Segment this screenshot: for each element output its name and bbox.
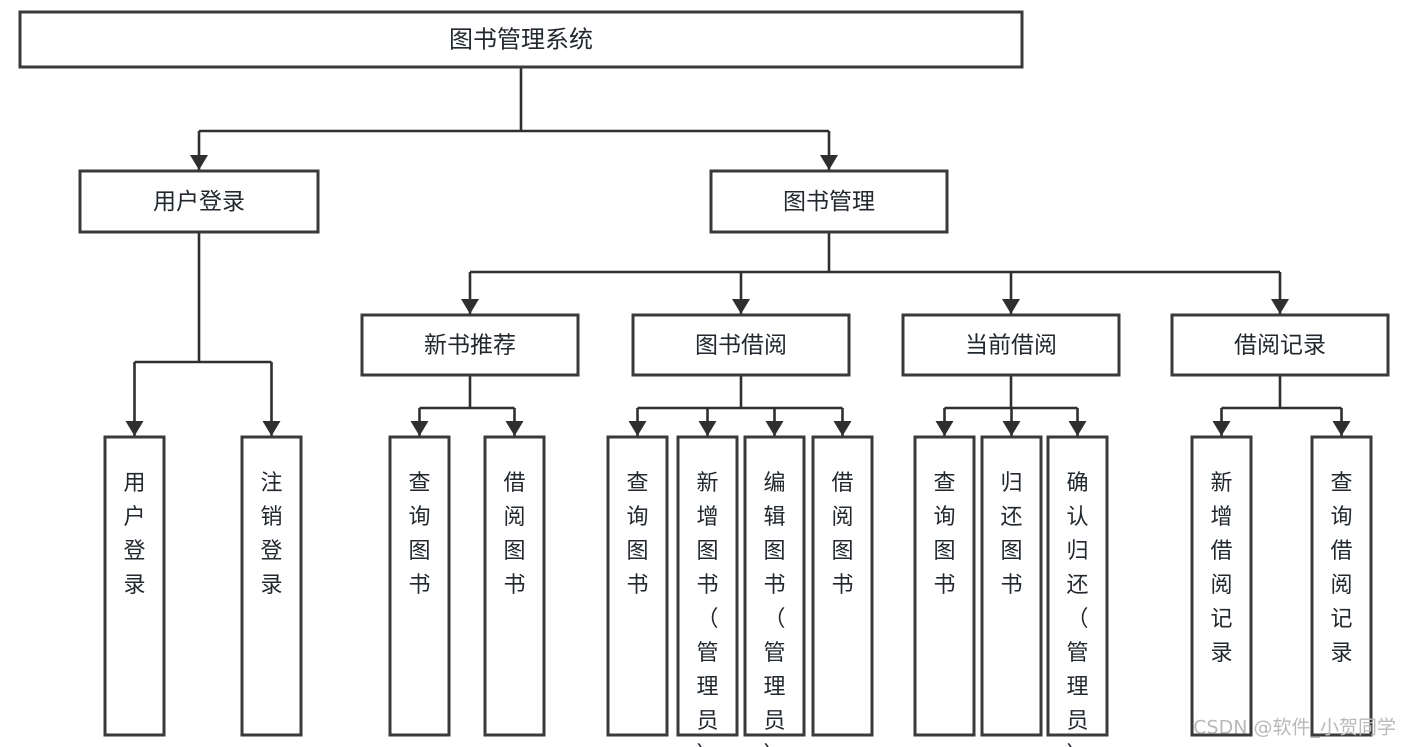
node-leaf-query-book-rec[interactable]: 查询图书 — [388, 435, 451, 737]
arrowhead-leaf-current-borrow-2 — [1068, 421, 1087, 436]
node-label-leaf-query-book-borrow: 查询图书 — [626, 471, 648, 598]
node-label-borrow-record: 借阅记录 — [1234, 333, 1326, 359]
node-leaf-query-book-current[interactable]: 查询图书 — [913, 435, 976, 737]
arrowhead-leaf-current-borrow-0 — [935, 421, 954, 436]
node-box-book-manage — [709, 169, 949, 234]
node-book-manage[interactable]: 图书管理 — [709, 169, 949, 234]
arrowhead-leaf-book-borrow-2 — [765, 421, 784, 436]
node-box-current-borrow — [901, 313, 1121, 377]
node-leaf-query-record[interactable]: 查询借阅记录 — [1310, 435, 1373, 737]
node-box-user-login — [78, 169, 320, 234]
arrowhead-root-0 — [190, 155, 208, 170]
node-label-leaf-query-book-rec: 查询图书 — [408, 471, 430, 598]
node-leaf-borrow-book-rec[interactable]: 借阅图书 — [483, 435, 546, 737]
node-label-leaf-query-book-current: 查询图书 — [933, 471, 955, 598]
arrowhead-leaf-book-borrow-1 — [698, 421, 717, 436]
node-box-leaf-add-book — [676, 435, 739, 737]
node-label-leaf-add-book: 新增图书（管理员） — [696, 471, 718, 747]
node-box-leaf-borrow-book-rec — [483, 435, 546, 737]
node-label-leaf-confirm-return: 确认归还（管理员） — [1066, 471, 1088, 747]
node-leaf-return-book[interactable]: 归还图书 — [980, 435, 1043, 737]
node-label-current-borrow: 当前借阅 — [965, 333, 1057, 359]
node-label-book-borrow: 图书借阅 — [695, 333, 787, 359]
arrowhead-leaf-borrow-record-1 — [1332, 421, 1351, 436]
arrowhead-leaf-book-borrow-0 — [628, 421, 647, 436]
node-label-root: 图书管理系统 — [449, 26, 593, 54]
node-box-leaf-user-login — [103, 435, 166, 737]
node-box-book-borrow — [631, 313, 851, 377]
node-leaf-edit-book[interactable]: 编辑图书（管理员） — [743, 435, 806, 747]
watermark-label: CSDN @软件_小贺同学 — [1193, 717, 1396, 739]
arrowhead-book-manage-2 — [1002, 299, 1020, 314]
node-leaf-logout[interactable]: 注销登录 — [240, 435, 303, 737]
node-label-leaf-query-record: 查询借阅记录 — [1330, 471, 1352, 666]
node-label-leaf-borrow-book: 借阅图书 — [831, 471, 853, 598]
node-box-leaf-edit-book — [743, 435, 806, 737]
node-box-new-book-recommend — [360, 313, 580, 377]
node-box-leaf-query-book-rec — [388, 435, 451, 737]
node-box-leaf-return-book — [980, 435, 1043, 737]
connector-layer — [125, 67, 1351, 436]
node-label-leaf-return-book: 归还图书 — [1000, 471, 1022, 598]
node-leaf-user-login[interactable]: 用户登录 — [103, 435, 166, 737]
node-current-borrow[interactable]: 当前借阅 — [901, 313, 1121, 377]
arrowhead-leaf-user-login-1 — [262, 421, 281, 436]
node-label-leaf-logout: 注销登录 — [260, 471, 282, 598]
node-box-root — [18, 10, 1024, 69]
node-label-leaf-borrow-book-rec: 借阅图书 — [503, 471, 525, 598]
arrowhead-leaf-borrow-record-0 — [1212, 421, 1231, 436]
arrowhead-leaf-user-login-0 — [125, 421, 144, 436]
node-new-book-recommend[interactable]: 新书推荐 — [360, 313, 580, 377]
node-box-borrow-record — [1170, 313, 1390, 377]
node-label-leaf-user-login: 用户登录 — [123, 471, 145, 598]
node-box-leaf-query-record — [1310, 435, 1373, 737]
node-label-leaf-add-record: 新增借阅记录 — [1210, 471, 1232, 666]
arrowhead-leaf-current-borrow-1 — [1002, 421, 1021, 436]
arrowhead-book-manage-3 — [1271, 299, 1289, 314]
arrowhead-book-manage-1 — [732, 299, 750, 314]
node-label-new-book-recommend: 新书推荐 — [424, 333, 516, 359]
node-leaf-add-book[interactable]: 新增图书（管理员） — [676, 435, 739, 747]
arrowhead-leaf-new-book-recommend-1 — [505, 421, 524, 436]
node-borrow-record[interactable]: 借阅记录 — [1170, 313, 1390, 377]
node-label-book-manage: 图书管理 — [783, 189, 875, 215]
arrowhead-book-manage-0 — [461, 299, 479, 314]
arrowhead-root-1 — [820, 155, 838, 170]
node-leaf-add-record[interactable]: 新增借阅记录 — [1190, 435, 1253, 737]
node-leaf-borrow-book[interactable]: 借阅图书 — [811, 435, 874, 737]
arrowhead-leaf-new-book-recommend-0 — [410, 421, 429, 436]
node-leaf-confirm-return[interactable]: 确认归还（管理员） — [1046, 435, 1109, 747]
node-box-leaf-confirm-return — [1046, 435, 1109, 737]
node-user-login[interactable]: 用户登录 — [78, 169, 320, 234]
node-box-leaf-query-book-borrow — [606, 435, 669, 737]
node-box-leaf-borrow-book — [811, 435, 874, 737]
arrowhead-leaf-book-borrow-3 — [833, 421, 852, 436]
node-label-user-login: 用户登录 — [153, 189, 245, 215]
node-layer: 图书管理系统用户登录图书管理新书推荐图书借阅当前借阅借阅记录用户登录注销登录查询… — [18, 10, 1390, 747]
node-label-leaf-edit-book: 编辑图书（管理员） — [763, 471, 785, 747]
node-leaf-query-book-borrow[interactable]: 查询图书 — [606, 435, 669, 737]
node-root[interactable]: 图书管理系统 — [18, 10, 1024, 69]
node-box-leaf-add-record — [1190, 435, 1253, 737]
node-box-leaf-query-book-current — [913, 435, 976, 737]
node-box-leaf-logout — [240, 435, 303, 737]
node-book-borrow[interactable]: 图书借阅 — [631, 313, 851, 377]
